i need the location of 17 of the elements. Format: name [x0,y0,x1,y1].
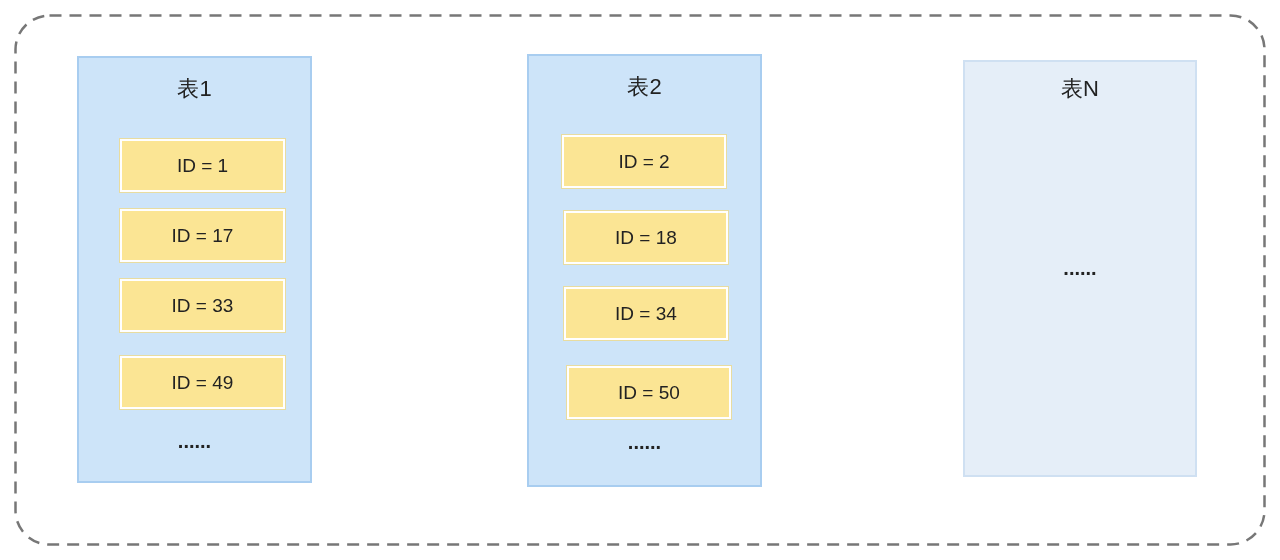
record-box: ID = 2 [562,135,726,188]
table-panel [527,54,762,487]
table-title: 表1 [176,75,213,103]
record-box: ID = 1 [120,139,285,192]
table-panel [77,56,312,483]
record-box: ID = 50 [567,366,731,419]
table-panel [963,60,1197,477]
record-box: ID = 33 [120,279,285,332]
table-title: 表N [1060,75,1100,103]
table-title: 表2 [626,73,663,101]
ellipsis-text: ...... [1062,257,1098,280]
ellipsis-text: ...... [626,431,663,454]
record-box: ID = 18 [564,211,728,264]
record-box: ID = 49 [120,356,285,409]
record-box: ID = 17 [120,209,285,262]
record-box: ID = 34 [564,287,728,340]
ellipsis-text: ...... [176,430,213,453]
